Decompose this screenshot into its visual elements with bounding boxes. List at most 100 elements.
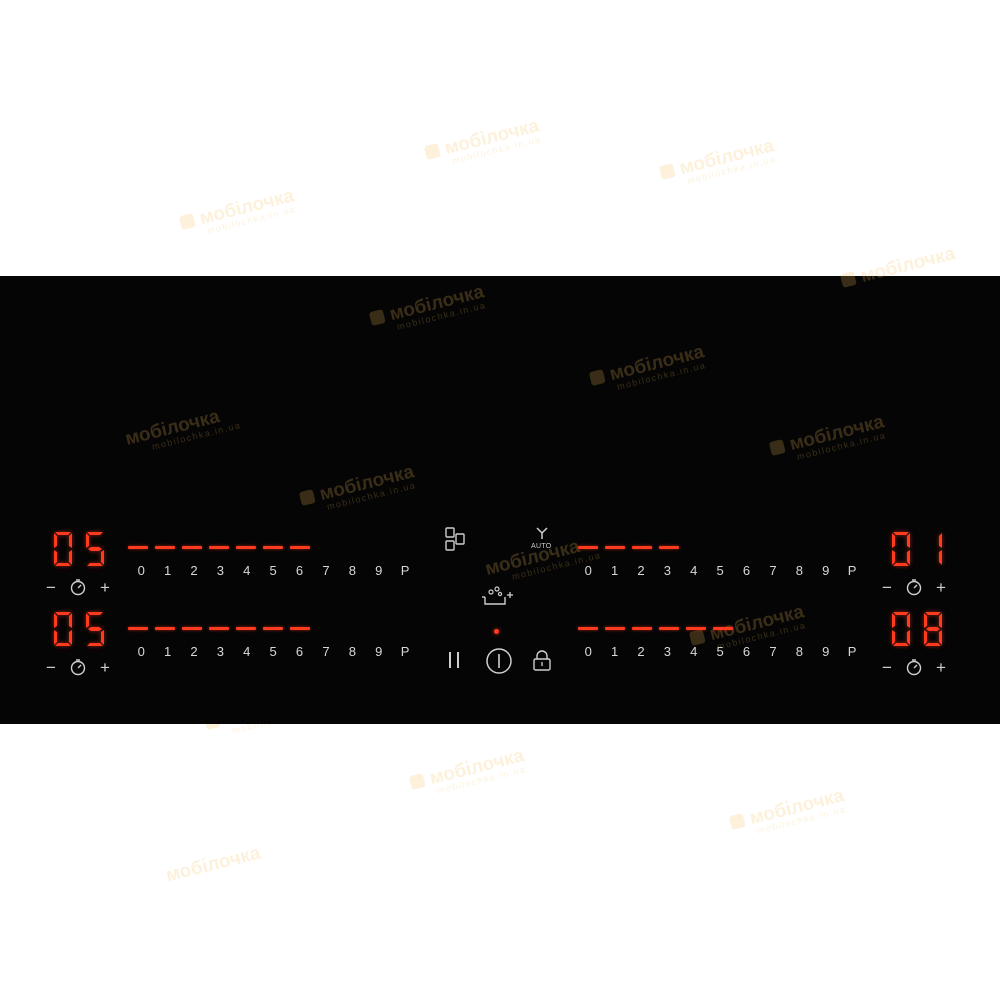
watermark: мобілочка (163, 842, 263, 887)
power-level-dash (290, 627, 310, 630)
timer-minus-button[interactable]: − (46, 657, 56, 677)
power-level-step[interactable]: 3 (663, 644, 671, 659)
boost-pot-icon[interactable] (481, 585, 515, 607)
power-level-step[interactable]: 0 (137, 563, 145, 578)
hob2hood-auto-icon[interactable] (535, 526, 549, 540)
timer-digit (888, 530, 914, 568)
power-level-step[interactable]: 9 (375, 644, 383, 659)
power-level-step[interactable]: 4 (690, 563, 698, 578)
timer-controls-front-left: − + (42, 578, 114, 596)
timer-display-front-right (888, 530, 946, 574)
lock-icon[interactable] (532, 650, 552, 672)
power-level-step[interactable]: 8 (348, 563, 356, 578)
power-level-step[interactable]: 6 (295, 563, 304, 578)
timer-icon[interactable] (905, 578, 923, 596)
timer-icon[interactable] (905, 658, 923, 676)
timer-plus-button[interactable]: + (100, 577, 110, 597)
power-level-step[interactable]: 7 (769, 644, 777, 659)
timer-digit (920, 610, 946, 648)
power-level-dash (659, 627, 679, 630)
bridge-zone-icon[interactable] (444, 526, 466, 554)
power-level-step[interactable]: 9 (375, 563, 383, 578)
timer-minus-button[interactable]: − (882, 577, 892, 597)
power-level-step[interactable]: 8 (795, 644, 803, 659)
power-level-step[interactable]: 2 (190, 563, 198, 578)
power-level-step[interactable]: 7 (322, 563, 330, 578)
power-level-step[interactable]: 3 (663, 563, 671, 578)
power-level-step[interactable]: 2 (190, 644, 198, 659)
timer-plus-button[interactable]: + (936, 657, 946, 677)
power-level-step[interactable]: P (400, 563, 410, 578)
timer-icon[interactable] (69, 658, 87, 676)
power-level-step[interactable]: P (847, 563, 857, 578)
power-scale-front-right[interactable]: 0 1 2 3 4 5 6 7 8 9 P (575, 563, 865, 578)
power-level-step[interactable]: 5 (716, 644, 724, 659)
timer-icon[interactable] (69, 578, 87, 596)
power-level-step[interactable]: 7 (769, 563, 777, 578)
power-level-dash (659, 546, 679, 549)
power-level-step[interactable]: 4 (243, 644, 251, 659)
power-level-step[interactable]: 4 (690, 644, 698, 659)
power-level-dash (128, 627, 148, 630)
power-level-bar-rear-right (578, 627, 733, 630)
power-scale-rear-right[interactable]: 0 1 2 3 4 5 6 7 8 9 P (575, 644, 865, 659)
power-level-step[interactable]: 8 (795, 563, 803, 578)
power-scale-rear-left[interactable]: 0 1 2 3 4 5 6 7 8 9 P (128, 644, 418, 659)
power-level-step[interactable]: 1 (610, 644, 619, 659)
power-level-step[interactable]: 0 (584, 563, 592, 578)
power-level-dash (182, 546, 202, 549)
power-level-step[interactable]: 3 (216, 644, 224, 659)
timer-minus-button[interactable]: − (46, 577, 56, 597)
power-level-step[interactable]: 7 (322, 644, 330, 659)
power-level-dash (686, 627, 706, 630)
power-level-dash (128, 546, 148, 549)
timer-plus-button[interactable]: + (936, 577, 946, 597)
power-scale-front-left[interactable]: 0 1 2 3 4 5 6 7 8 9 P (128, 563, 418, 578)
power-level-step[interactable]: 6 (295, 644, 304, 659)
timer-minus-button[interactable]: − (882, 657, 892, 677)
power-level-step[interactable]: P (847, 644, 857, 659)
power-level-bar-front-right (578, 546, 679, 549)
timer-digit (50, 530, 76, 568)
power-level-step[interactable]: 0 (584, 644, 592, 659)
power-level-step[interactable]: 3 (216, 563, 224, 578)
power-level-dash (632, 546, 652, 549)
timer-plus-button[interactable]: + (100, 657, 110, 677)
power-level-step[interactable]: 5 (716, 563, 724, 578)
power-level-step[interactable]: 6 (742, 644, 751, 659)
pause-icon[interactable] (446, 650, 462, 670)
power-level-step[interactable]: 8 (348, 644, 356, 659)
auto-label: AUTO (531, 543, 552, 550)
power-level-step[interactable]: P (400, 644, 410, 659)
power-level-bar-rear-left (128, 627, 310, 630)
timer-digit (50, 610, 76, 648)
power-level-step[interactable]: 2 (637, 563, 645, 578)
power-level-step[interactable]: 6 (742, 563, 751, 578)
power-level-step[interactable]: 0 (137, 644, 145, 659)
power-level-step[interactable]: 9 (822, 644, 830, 659)
power-level-dash (182, 627, 202, 630)
power-level-step[interactable]: 1 (163, 644, 172, 659)
power-level-step[interactable]: 1 (163, 563, 172, 578)
indicator-led (494, 629, 499, 634)
power-level-step[interactable]: 1 (610, 563, 619, 578)
power-level-step[interactable]: 4 (243, 563, 251, 578)
power-level-dash (209, 627, 229, 630)
power-level-step[interactable]: 2 (637, 644, 645, 659)
power-level-step[interactable]: 5 (269, 563, 277, 578)
power-level-step[interactable]: 9 (822, 563, 830, 578)
timer-controls-front-right: − + (878, 578, 950, 596)
timer-digit (920, 530, 946, 568)
power-level-dash (236, 546, 256, 549)
power-level-step[interactable]: 5 (269, 644, 277, 659)
power-icon[interactable] (485, 647, 513, 675)
